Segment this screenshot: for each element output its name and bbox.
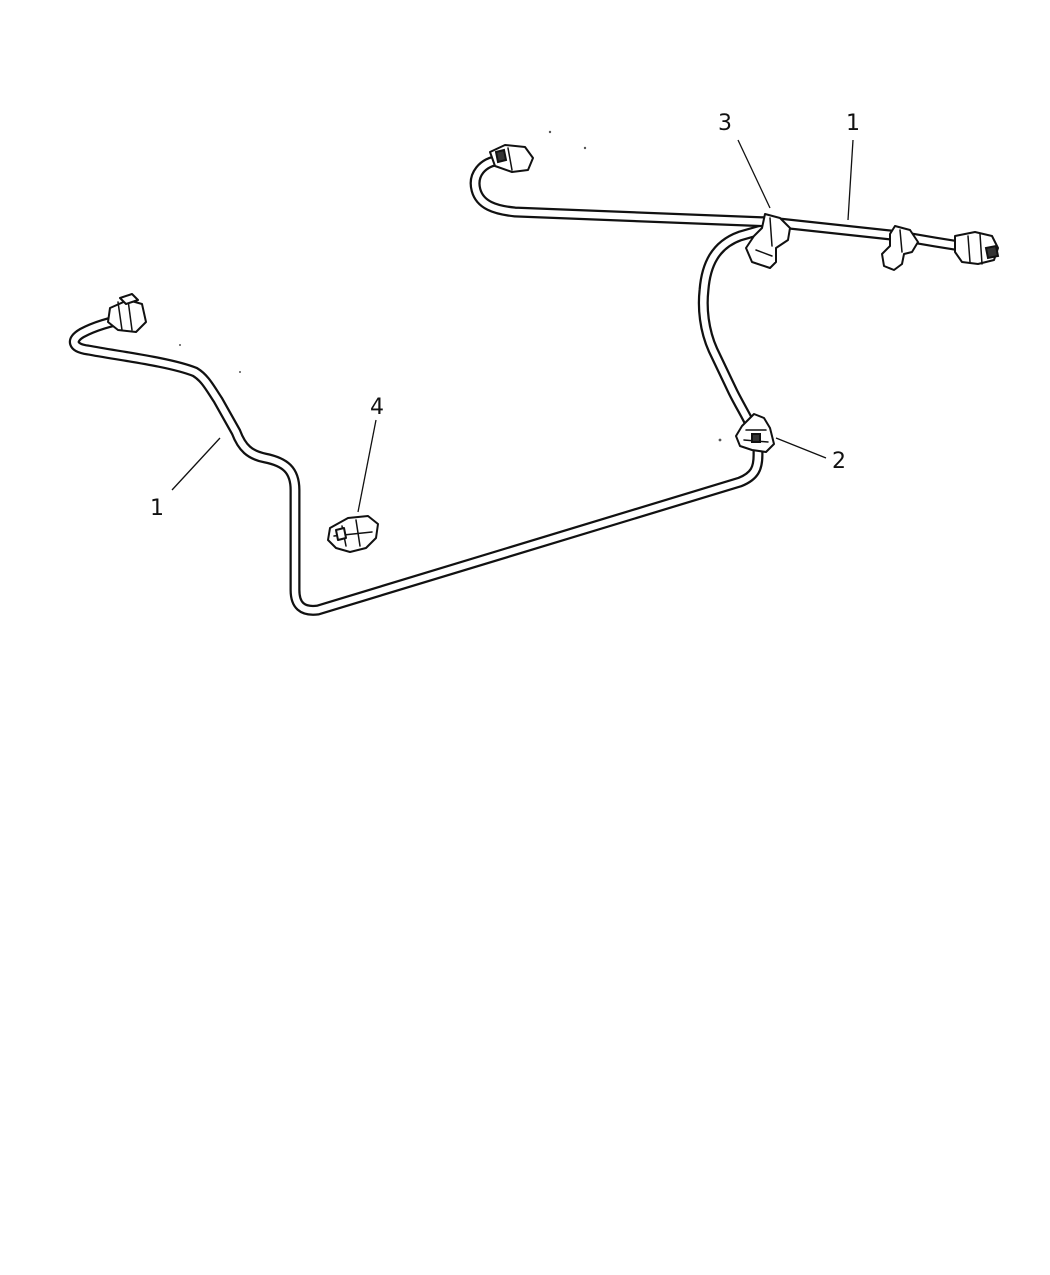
callout-4: 4 (370, 395, 384, 420)
leader-lines (171, 139, 854, 513)
leader-2 (775, 437, 827, 459)
callout-1-upper: 1 (846, 111, 860, 136)
leader-3 (737, 139, 771, 209)
connector-right-end (954, 231, 1000, 265)
callout-1-left: 1 (150, 496, 164, 521)
tube-assembly-lower (68, 222, 774, 616)
clip-bracket (735, 413, 775, 453)
clip-junction (745, 213, 791, 269)
clip-upper-right (881, 225, 919, 271)
leader-4 (357, 419, 377, 513)
speck-marks (179, 130, 722, 442)
clip-loose (327, 515, 379, 553)
callout-3: 3 (718, 111, 732, 136)
connector-upper-left-end (489, 144, 534, 173)
connector-left-end (107, 293, 147, 333)
leader-1-upper (847, 139, 854, 221)
callout-2: 2 (832, 449, 846, 474)
leader-1-left (171, 437, 221, 491)
